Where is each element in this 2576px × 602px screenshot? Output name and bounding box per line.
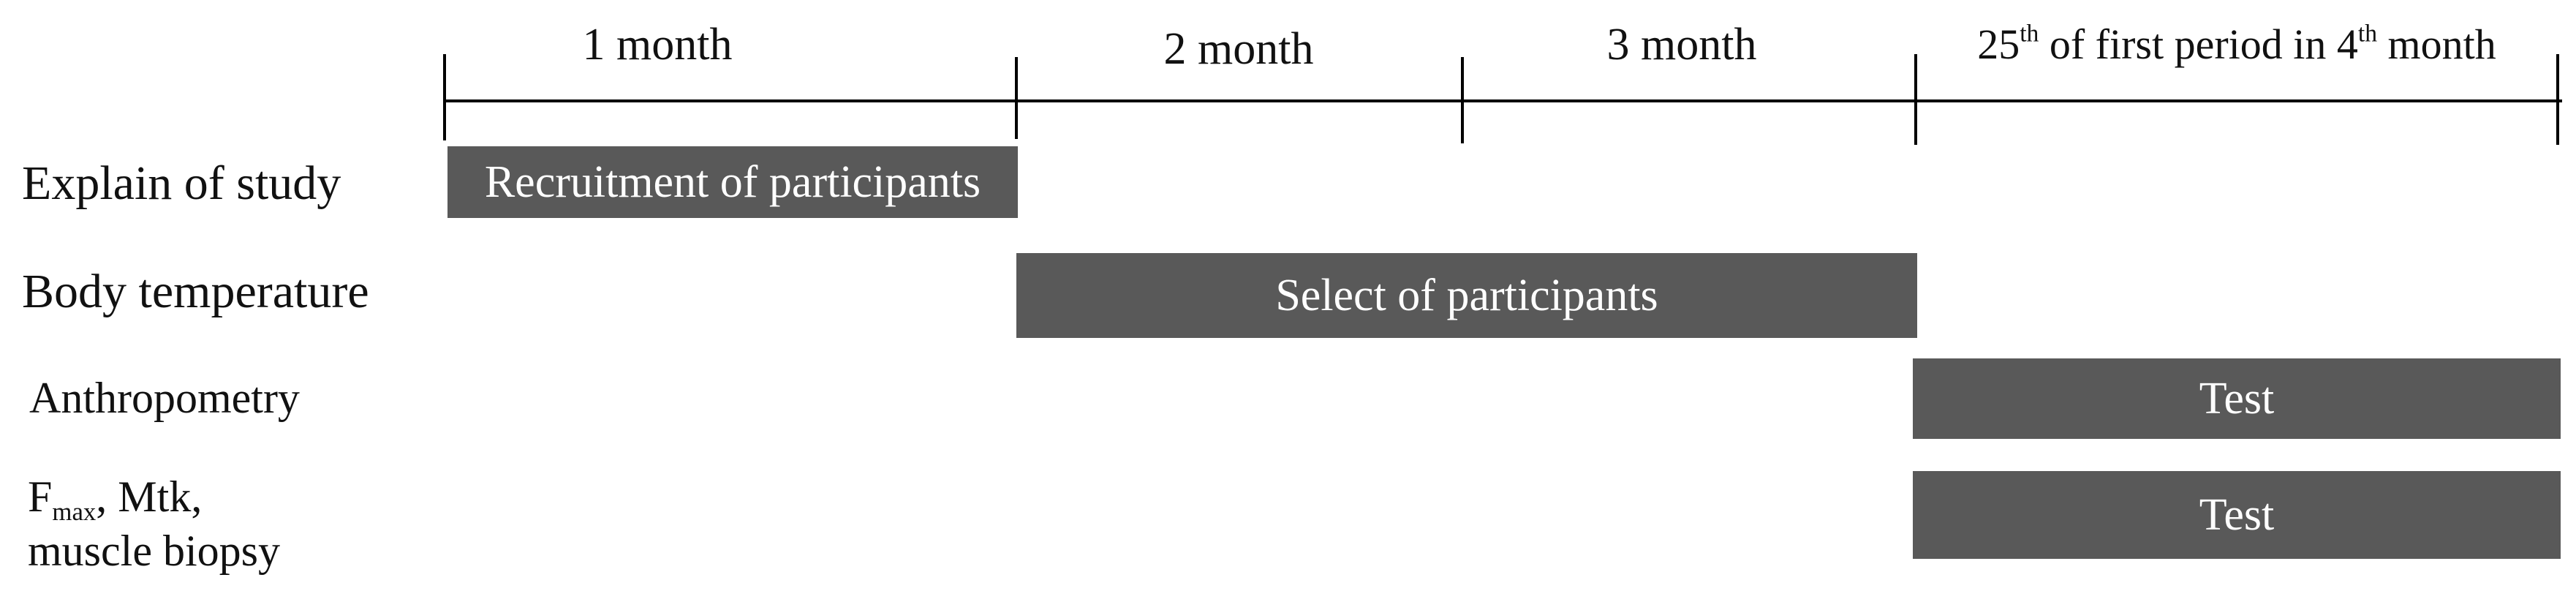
month-header-4: 25th of first period in 4th month bbox=[1917, 20, 2556, 68]
timeline-tick-end bbox=[2556, 54, 2559, 145]
bar-test-fmax-mtk-biopsy: Test bbox=[1913, 471, 2561, 559]
month-header-4-prefix-sup: th bbox=[2020, 20, 2039, 48]
month-header-4-middle-sup: th bbox=[2357, 20, 2378, 48]
row-label-fmax-mtk-biopsy: Fmax, Mtk, muscle biopsy bbox=[28, 470, 280, 578]
month-header-3-label: 3 month bbox=[1606, 20, 1757, 69]
bar-test-anthropometry: Test bbox=[1913, 358, 2561, 439]
row-label-fmax-line1: Fmax, Mtk, bbox=[28, 470, 280, 524]
row-label-body-temperature-text: Body temperature bbox=[22, 265, 369, 318]
month-header-1: 1 month bbox=[445, 22, 870, 67]
month-header-4-prefix: 25 bbox=[1977, 20, 2020, 68]
row-label-fmax-rest: , Mtk, bbox=[96, 473, 203, 521]
row-label-body-temperature: Body temperature bbox=[22, 268, 369, 316]
timeline-tick-start bbox=[443, 54, 446, 140]
month-header-4-suffix: month bbox=[2377, 20, 2496, 68]
row-label-fmax-main: F bbox=[28, 473, 53, 521]
month-header-4-middle: of first period in 4 bbox=[2039, 20, 2358, 68]
timeline-tick-month4 bbox=[1914, 54, 1917, 145]
bar-select-of-participants: Select of participants bbox=[1016, 253, 1917, 338]
row-label-explain-of-study-text: Explain of study bbox=[22, 157, 341, 210]
month-header-2: 2 month bbox=[1016, 26, 1461, 72]
month-header-1-label: 1 month bbox=[582, 20, 733, 69]
bar-test-anthropometry-label: Test bbox=[2199, 373, 2275, 424]
timeline-tick-month3 bbox=[1461, 57, 1464, 143]
bar-select-label: Select of participants bbox=[1275, 270, 1658, 320]
row-label-fmax-sub: max bbox=[52, 497, 97, 527]
month-header-3: 3 month bbox=[1462, 22, 1901, 67]
bar-test-fmax-label: Test bbox=[2199, 489, 2275, 540]
row-label-fmax-line2: muscle biopsy bbox=[28, 527, 280, 575]
bar-recruitment-label: Recruitment of participants bbox=[484, 157, 981, 207]
row-label-anthropometry: Anthropometry bbox=[29, 376, 300, 420]
bar-recruitment-of-participants: Recruitment of participants bbox=[447, 146, 1018, 218]
month-header-2-label: 2 month bbox=[1163, 24, 1314, 74]
timeline-tick-month2 bbox=[1015, 57, 1018, 139]
timeline-axis bbox=[445, 99, 2562, 102]
row-label-anthropometry-text: Anthropometry bbox=[29, 374, 300, 422]
row-label-explain-of-study: Explain of study bbox=[22, 159, 341, 208]
